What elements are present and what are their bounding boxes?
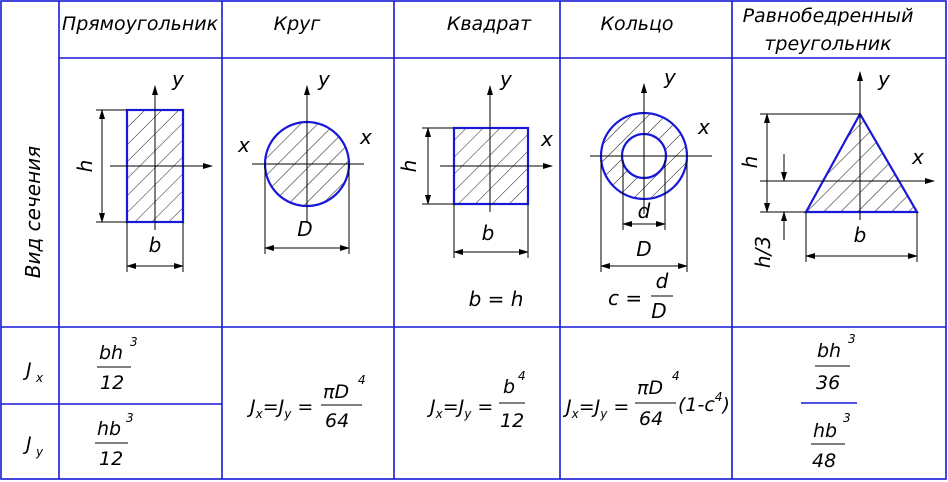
circle-axis-x-right: x <box>359 125 372 149</box>
triangle-jx-num: bh <box>817 340 841 362</box>
circle-formula-den: 64 <box>325 410 349 432</box>
triangle-section <box>760 71 935 262</box>
rect-jx-num: bh <box>99 342 123 364</box>
square-axis-x: x <box>540 127 553 151</box>
square-formula-exp: 4 <box>518 369 526 383</box>
col-header-ring: Кольцо <box>600 13 673 35</box>
triangle-axis-x: x <box>911 145 924 169</box>
rect-jx-exp: 3 <box>130 335 138 349</box>
triangle-dim-h3: h/3 <box>751 236 775 268</box>
col-header-triangle-line1: Равнобедренный <box>743 5 914 27</box>
square-note: b = h <box>469 287 524 311</box>
ring-note-num: d <box>656 269 669 293</box>
triangle-dim-b: b <box>854 223 867 247</box>
rect-dim-h: h <box>73 160 97 173</box>
circle-axis-x-left: x <box>237 133 250 157</box>
circle-section <box>252 85 364 254</box>
ring-formula-exp: 4 <box>672 369 680 383</box>
ring-dim-D: D <box>636 237 651 261</box>
triangle-jy-exp: 3 <box>843 411 851 425</box>
ring-axis-x: x <box>697 115 710 139</box>
ring-section <box>590 83 712 272</box>
ring-dim-d: d <box>638 199 651 223</box>
triangle-dim-h: h <box>738 156 762 169</box>
rect-axis-y: y <box>171 67 185 91</box>
ring-note-c: c = <box>608 286 642 310</box>
rect-dim-b: b <box>149 233 162 257</box>
ring-formula-factor: (1-c4) <box>678 390 730 416</box>
triangle-jx-den: 36 <box>816 372 840 394</box>
circle-formula-lhs: Jx=Jy = <box>246 396 313 421</box>
square-dim-b: b <box>482 221 495 245</box>
square-dim-h: h <box>397 160 421 173</box>
rect-jy-num: hb <box>97 418 121 440</box>
col-header-triangle-line2: треугольник <box>764 33 892 55</box>
rect-jy-den: 12 <box>99 448 123 470</box>
row-header-section-view: Вид сечения <box>21 146 45 278</box>
ring-formula-lhs: Jx=Jy = <box>562 396 629 421</box>
col-header-square: Квадрат <box>447 13 532 35</box>
jy-label-sub: y <box>35 445 44 459</box>
jy-label: J <box>22 433 32 455</box>
ring-formula-num: πD <box>637 377 663 399</box>
ring-formula-den: 64 <box>639 408 663 430</box>
circle-dim-D: D <box>297 217 312 241</box>
triangle-jx-exp: 3 <box>848 332 856 346</box>
circle-formula-num: πD <box>323 381 349 403</box>
jx-label: J <box>22 359 32 381</box>
square-formula-lhs: Jx=Jy = <box>426 396 493 421</box>
triangle-jy-den: 48 <box>812 450 836 472</box>
square-axis-y: y <box>499 67 513 91</box>
rect-jy-exp: 3 <box>126 411 134 425</box>
ring-axis-y: y <box>663 65 677 89</box>
circle-formula-exp: 4 <box>358 373 366 387</box>
square-formula-den: 12 <box>500 410 524 432</box>
jx-label-sub: x <box>35 371 44 385</box>
rectangle-section <box>96 85 213 272</box>
square-section <box>422 85 553 258</box>
square-formula-num: b <box>503 376 515 398</box>
circle-axis-y: y <box>317 67 331 91</box>
triangle-axis-y: y <box>877 67 891 91</box>
ring-note-den: D <box>651 299 666 323</box>
col-header-rectangle: Прямоугольник <box>62 13 219 35</box>
rect-jx-den: 12 <box>100 372 124 394</box>
col-header-circle: Круг <box>274 13 322 35</box>
triangle-jy-num: hb <box>813 420 837 442</box>
